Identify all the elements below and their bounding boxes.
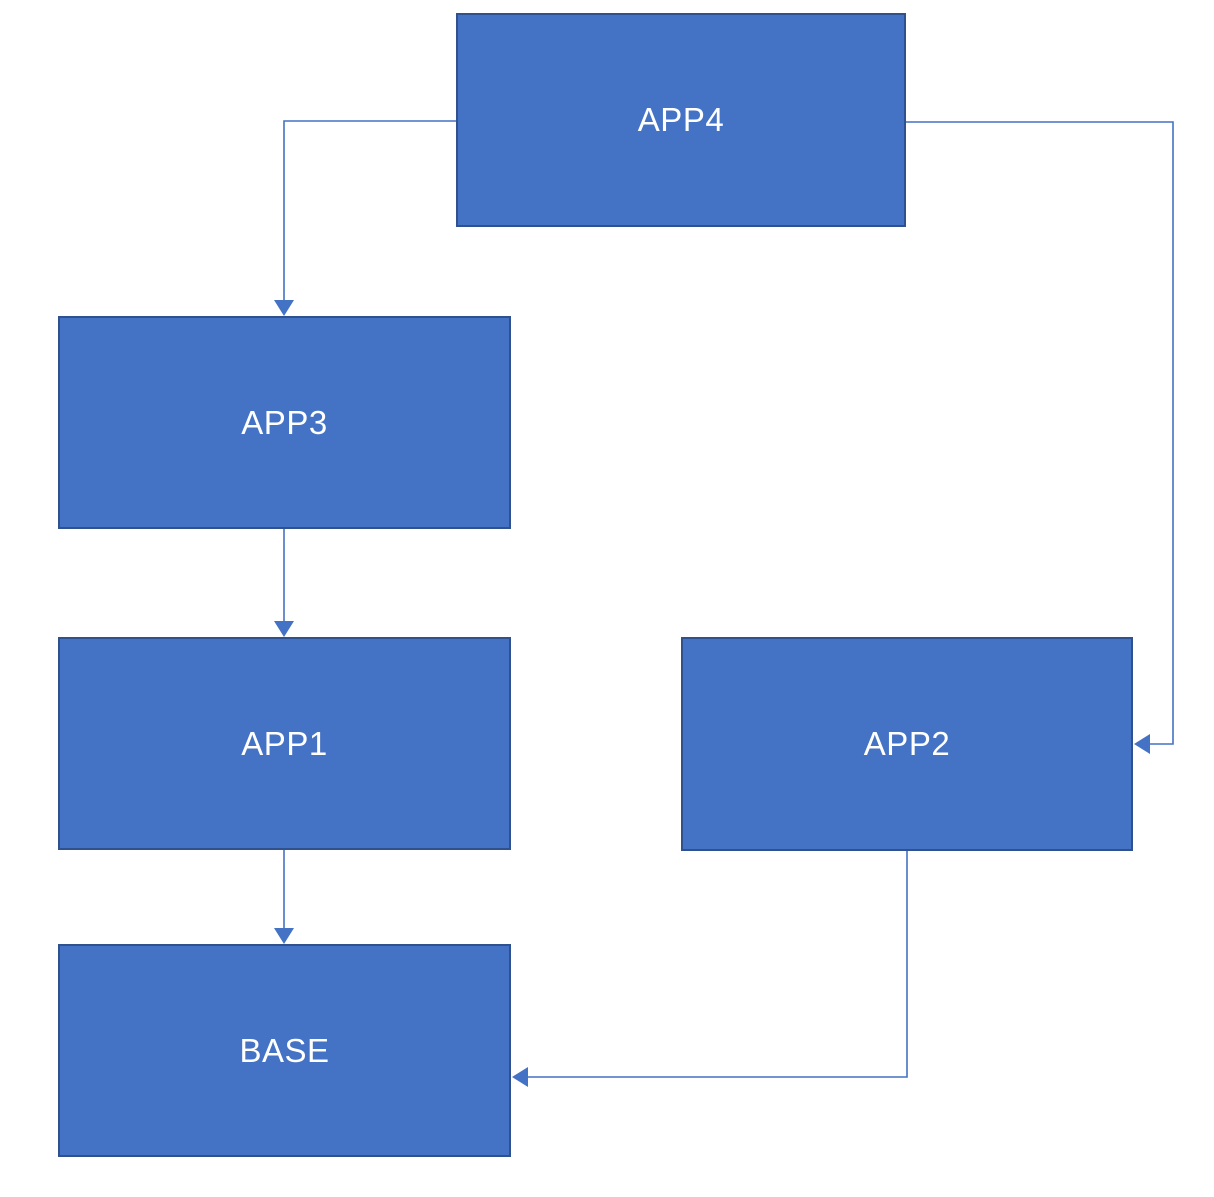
node-app3-label: APP3 [241,403,328,441]
node-app4-label: APP4 [637,101,725,138]
edge-app3-to-app1 [274,529,294,637]
node-app4[interactable]: APP4 [456,13,906,227]
node-app2-label: APP2 [863,725,951,762]
edge-app2-to-base [512,851,908,1087]
node-base[interactable]: BASE [58,944,511,1157]
node-app1[interactable]: APP1 [58,637,511,850]
node-app2[interactable]: APP2 [681,637,1133,851]
node-app1-label: APP1 [241,724,328,762]
node-base-label: BASE [239,1031,330,1069]
edge-app4-to-app3 [274,120,456,316]
node-app3[interactable]: APP3 [58,316,511,529]
edge-app1-to-base [274,850,294,944]
